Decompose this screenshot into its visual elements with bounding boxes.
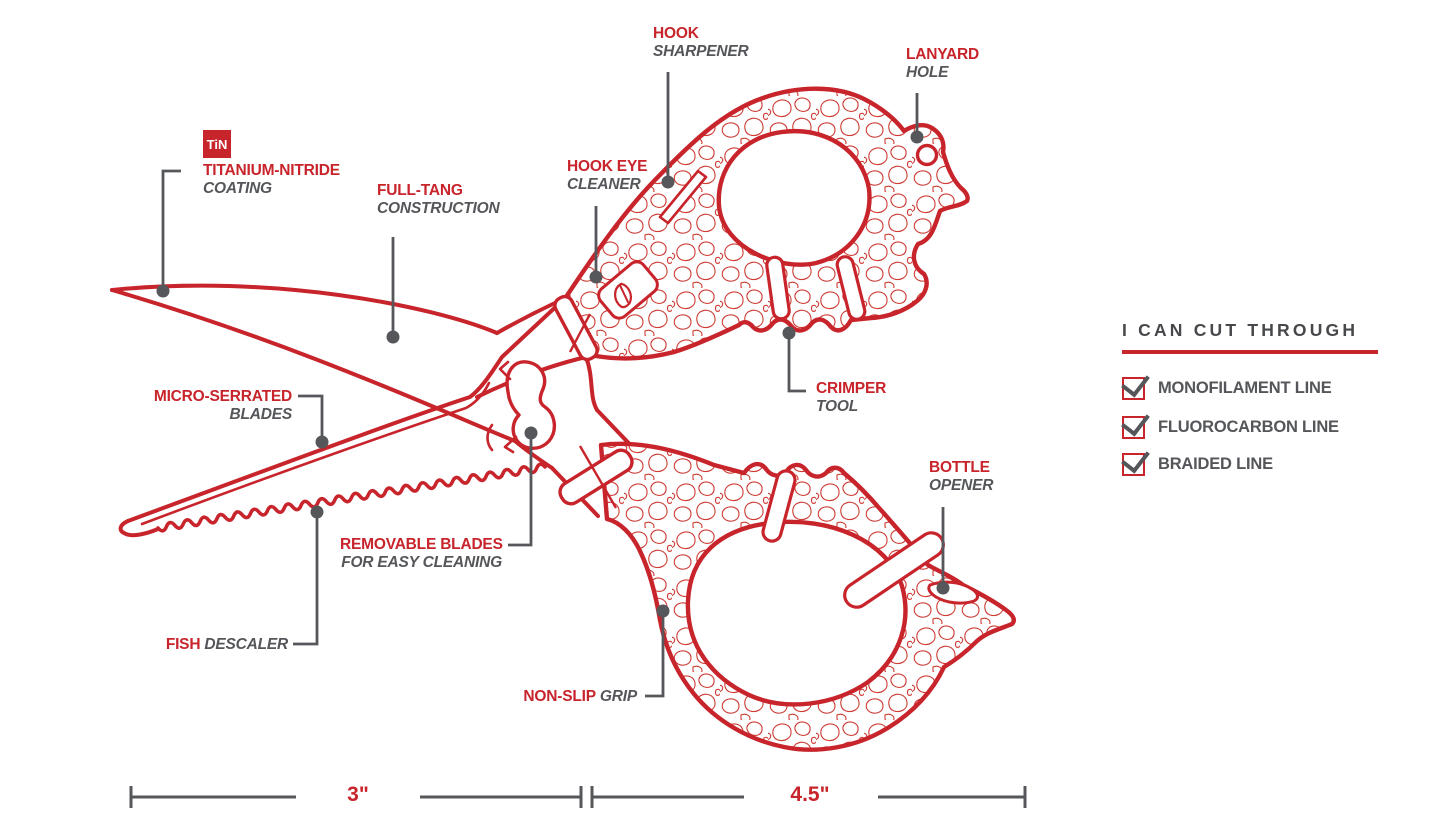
label-full-tang: FULL-TANG CONSTRUCTION	[377, 182, 500, 217]
upper-blade	[110, 283, 517, 443]
label-hook-eye-cleaner: HOOK EYE CLEANER	[567, 158, 648, 193]
tin-badge: TiN	[203, 130, 231, 158]
panel-underline	[1122, 350, 1378, 354]
leader-dots	[156, 130, 950, 618]
dimension-blade-length: 3"	[347, 783, 369, 806]
lower-bolster	[558, 445, 634, 509]
dimension-handle-length: 4.5"	[790, 783, 830, 806]
checkbox-checked-icon	[1121, 406, 1150, 439]
leader-lines	[161, 72, 945, 698]
label-removable-blades: REMOVABLE BLADES FOR EASY CLEANING	[340, 536, 503, 571]
cut-item-braided: BRAIDED LINE	[1121, 443, 1273, 476]
hook-eye-cleaner	[597, 260, 659, 320]
fish-descaler-edge	[156, 462, 547, 533]
label-titanium-nitride: TITANIUM-NITRIDE COATING	[203, 162, 340, 197]
dimension-lines	[129, 786, 1027, 808]
upper-handle	[563, 86, 970, 361]
panel-title: I CAN CUT THROUGH	[1122, 320, 1359, 340]
lanyard-hole	[915, 143, 939, 167]
upper-bolster	[553, 294, 599, 362]
label-crimper-tool: CRIMPER TOOL	[816, 380, 887, 415]
label-bottle-opener: BOTTLE OPENER	[929, 459, 994, 494]
cut-item-monofilament: MONOFILAMENT LINE	[1121, 367, 1332, 400]
cut-item-fluorocarbon: FLUOROCARBON LINE	[1121, 406, 1339, 439]
label-lanyard-hole: LANYARD HOLE	[906, 46, 979, 81]
checkbox-checked-icon	[1121, 367, 1150, 400]
label-micro-serrated: MICRO-SERRATED BLADES	[153, 388, 292, 423]
crimper-cutout	[486, 360, 557, 454]
checkbox-checked-icon	[1121, 443, 1150, 476]
label-hook-sharpener: HOOK SHARPENER	[653, 25, 749, 60]
cut-through-panel: I CAN CUT THROUGH	[1122, 320, 1402, 354]
lower-handle	[598, 441, 1016, 752]
hook-sharpener-groove	[658, 169, 708, 225]
